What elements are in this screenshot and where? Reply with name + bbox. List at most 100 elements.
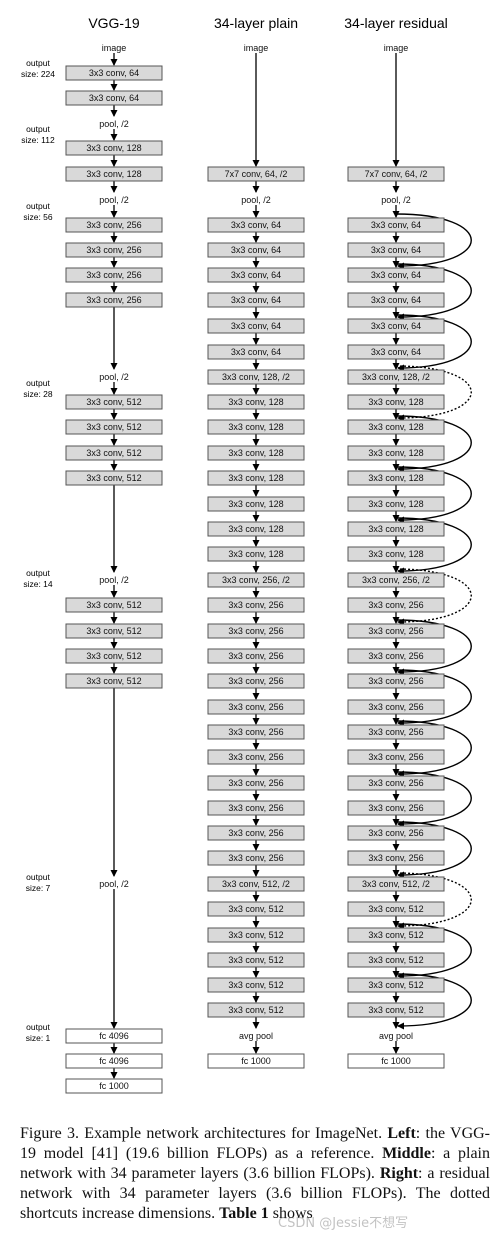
layer-label: 3x3 conv, 256 [368, 651, 423, 661]
layer-box [347, 775, 445, 791]
residual-shortcuts [395, 213, 472, 1030]
layer-label: 3x3 conv, 256 [368, 626, 423, 636]
layer-box [207, 749, 305, 765]
layer-box [207, 546, 305, 562]
layer-box [347, 597, 445, 613]
shortcut-dotted [395, 365, 472, 422]
layer-box [347, 318, 445, 334]
layer-box [347, 648, 445, 664]
column-title-plain: 34-layer plain [214, 15, 298, 31]
layer-box [207, 850, 305, 866]
shortcut-dotted [395, 872, 472, 930]
layer-box [65, 166, 163, 182]
layer-label: 3x3 conv, 256 [368, 828, 423, 838]
output-size-line2: size: 56 [23, 212, 53, 222]
layer-box [347, 344, 445, 360]
layer-label: 3x3 conv, 256 [228, 752, 283, 762]
layer-label: 3x3 conv, 256 [228, 778, 283, 788]
layer-label: 3x3 conv, 512 [228, 904, 283, 914]
caption-fig: Figure 3. Example network architectures … [20, 1125, 383, 1142]
layer-box [347, 445, 445, 461]
layer-box [65, 90, 163, 106]
layer-label: 3x3 conv, 64 [371, 270, 421, 280]
shortcut [395, 263, 472, 321]
layer-label: 3x3 conv, 128 [228, 397, 283, 407]
layer-label: 3x3 conv, 512 [86, 397, 141, 407]
layer-box [347, 977, 445, 993]
layer-box [65, 673, 163, 689]
layer-box [207, 267, 305, 283]
layer-box [347, 825, 445, 841]
layer-label: 3x3 conv, 256 [368, 702, 423, 712]
layer-label: 3x3 conv, 128, /2 [222, 372, 290, 382]
layer-box [347, 521, 445, 537]
layer-box [347, 1053, 445, 1069]
layer-box [65, 1053, 163, 1069]
layer-box [347, 800, 445, 816]
layer-label: 3x3 conv, 256 [86, 270, 141, 280]
output-size-line1: output [26, 201, 50, 211]
layer-label: image [244, 43, 269, 53]
caption-table-bold: Table 1 [219, 1205, 269, 1222]
layer-box [65, 242, 163, 258]
layer-box [207, 318, 305, 334]
layer-box [347, 242, 445, 258]
layer-box [207, 217, 305, 233]
layer-box [65, 65, 163, 81]
layer-label: pool, /2 [99, 195, 129, 205]
layer-box [65, 470, 163, 486]
output-size-line2: size: 112 [21, 135, 55, 145]
output-size-line1: output [26, 1022, 50, 1032]
layer-box [347, 952, 445, 968]
shortcut [395, 669, 472, 727]
layer-label: 3x3 conv, 64 [371, 321, 421, 331]
layer-box [207, 673, 305, 689]
layer-label: 3x3 conv, 512 [86, 651, 141, 661]
output-size-line2: size: 28 [23, 389, 53, 399]
layer-label: 3x3 conv, 512 [368, 955, 423, 965]
layer-label: 3x3 conv, 512, /2 [362, 879, 430, 889]
layer-box [207, 1002, 305, 1018]
layer-box [347, 724, 445, 740]
layer-box [347, 876, 445, 892]
layer-box [65, 597, 163, 613]
caption-left-text: : the VGG-19 model [41] (19.6 billion FL… [20, 1125, 491, 1162]
layer-box [65, 1078, 163, 1094]
layer-label: pool, /2 [241, 195, 271, 205]
output-size-line2: size: 1 [26, 1033, 51, 1043]
layer-label: 3x3 conv, 256 [368, 727, 423, 737]
layer-box [207, 521, 305, 537]
layer-label: 3x3 conv, 512 [86, 626, 141, 636]
layer-label: 3x3 conv, 512 [86, 448, 141, 458]
layer-box [207, 242, 305, 258]
layer-label: pool, /2 [381, 195, 411, 205]
column-title-residual: 34-layer residual [344, 15, 448, 31]
layer-label: 3x3 conv, 512 [228, 930, 283, 940]
layer-box [207, 369, 305, 385]
layer-box [207, 876, 305, 892]
layer-label: 3x3 conv, 128 [368, 499, 423, 509]
shortcut [395, 213, 472, 270]
layer-label: 3x3 conv, 128 [368, 448, 423, 458]
layer-box [347, 901, 445, 917]
layer-label: 3x3 conv, 256 [228, 803, 283, 813]
layer-label: avg pool [379, 1031, 413, 1041]
shortcut [395, 923, 472, 980]
layer-label: 3x3 conv, 256 [228, 651, 283, 661]
layer-label: 3x3 conv, 128 [228, 473, 283, 483]
layer-box [347, 699, 445, 715]
layer-label: 3x3 conv, 512 [228, 955, 283, 965]
layer-box [347, 217, 445, 233]
layer-label: 3x3 conv, 256 [228, 727, 283, 737]
layer-label: 3x3 conv, 128 [368, 549, 423, 559]
layer-box [207, 699, 305, 715]
layer-label: 3x3 conv, 256 [368, 600, 423, 610]
layer-label: pool, /2 [99, 879, 129, 889]
layer-label: 3x3 conv, 64 [89, 93, 139, 103]
layer-label: 3x3 conv, 512, /2 [222, 879, 290, 889]
layer-box [65, 267, 163, 283]
layer-box [65, 217, 163, 233]
layer-box [207, 597, 305, 613]
layer-label: 3x3 conv, 64 [231, 245, 281, 255]
layer-label: 3x3 conv, 256 [368, 752, 423, 762]
